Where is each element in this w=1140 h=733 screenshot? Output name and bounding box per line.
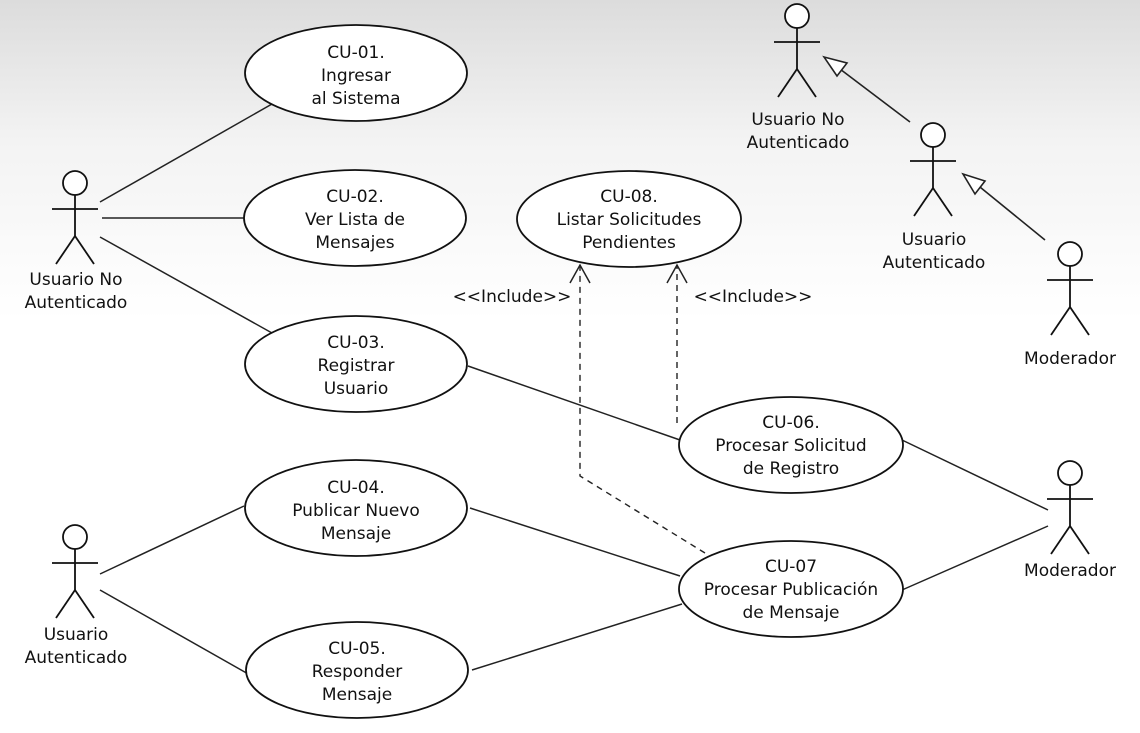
include-arrow-left xyxy=(579,265,706,554)
actor-label-line1: Usuario xyxy=(902,230,967,250)
use-case-cu07-line2: Procesar Publicación xyxy=(704,580,878,600)
use-case-cu08-line3: Pendientes xyxy=(582,233,676,253)
use-case-cu06-line3: de Registro xyxy=(743,459,839,479)
use-case-cu08: CU-08. Listar Solicitudes Pendientes xyxy=(516,170,742,268)
use-case-cu01-line3: al Sistema xyxy=(311,89,400,109)
use-case-cu03-line1: CU-03. xyxy=(327,333,384,353)
assoc-una-cu01 xyxy=(99,103,273,203)
actor-head xyxy=(920,122,946,148)
include-label-right: <<Include>> xyxy=(694,287,813,307)
use-case-cu04-line3: Mensaje xyxy=(321,524,391,544)
use-case-cu04-line1: CU-04. xyxy=(327,478,384,498)
assoc-cu04-cu07 xyxy=(469,507,681,577)
actor-head xyxy=(62,524,88,550)
use-case-cu06-ellipse xyxy=(678,396,904,494)
use-case-cu04: CU-04. Publicar Nuevo Mensaje xyxy=(244,459,468,557)
actor-leg-left xyxy=(1050,306,1071,336)
use-case-cu05-line3: Mensaje xyxy=(322,685,392,705)
use-case-cu01-line2: Ingresar xyxy=(321,66,391,86)
actor-leg-left xyxy=(55,235,76,265)
use-case-cu05-line2: Responder xyxy=(312,662,403,682)
assoc-cu05-cu07 xyxy=(471,603,683,671)
generalization-mod-ua xyxy=(974,182,1046,241)
actor-label-line2: Autenticado xyxy=(25,293,128,313)
include-label-left: <<Include>> xyxy=(453,287,572,307)
use-case-cu04-line2: Publicar Nuevo xyxy=(292,501,420,521)
use-case-cu06: CU-06. Procesar Solicitud de Registro xyxy=(678,396,904,494)
use-case-cu07-ellipse xyxy=(678,540,904,638)
associations xyxy=(99,103,1049,676)
actor-label-line1: Usuario No xyxy=(29,270,122,290)
use-case-cu08-line2: Listar Solicitudes xyxy=(557,210,702,230)
legend-actor-moderador: Moderador xyxy=(1024,241,1116,369)
use-case-cu06-line2: Procesar Solicitud xyxy=(715,436,866,456)
assoc-una-cu03 xyxy=(99,236,273,334)
use-case-cu07: CU-07 Procesar Publicación de Mensaje xyxy=(678,540,904,638)
assoc-ua-cu04 xyxy=(99,505,245,575)
use-case-cu05-line1: CU-05. xyxy=(328,639,385,659)
use-case-cu03-line3: Usuario xyxy=(324,379,389,399)
use-case-cu02-ellipse xyxy=(243,169,467,267)
use-case-cu01-line1: CU-01. xyxy=(327,43,384,63)
actor-leg-left xyxy=(913,187,934,217)
actor-head xyxy=(1057,241,1083,267)
use-case-cu02-line1: CU-02. xyxy=(326,187,383,207)
actor-moderador: Moderador xyxy=(1024,460,1116,581)
use-case-cu03-line2: Registrar xyxy=(318,356,395,376)
use-case-cu07-line3: de Mensaje xyxy=(742,603,839,623)
include-arrowhead-right xyxy=(666,263,688,284)
actor-label: Moderador xyxy=(1024,561,1116,581)
use-case-cu08-line1: CU-08. xyxy=(600,187,657,207)
assoc-cu07-mod xyxy=(901,525,1049,591)
use-case-cu01: CU-01. Ingresar al Sistema xyxy=(244,24,468,122)
use-case-cu03: CU-03. Registrar Usuario xyxy=(244,315,468,413)
use-case-cu02-line2: Ver Lista de xyxy=(305,210,405,230)
generalization-head-ua xyxy=(961,172,987,196)
actor-generalization xyxy=(822,55,1046,241)
actor-label-line2: Autenticado xyxy=(747,133,850,153)
actor-label-line2: Autenticado xyxy=(25,648,128,668)
actor-label-line2: Autenticado xyxy=(883,253,986,273)
use-case-cu02: CU-02. Ver Lista de Mensajes xyxy=(243,169,467,267)
use-case-cu01-ellipse xyxy=(244,24,468,122)
actor-head xyxy=(784,3,810,29)
legend-actor-usuario-no-autenticado: Usuario No Autenticado xyxy=(747,3,850,153)
generalization-ua-una xyxy=(835,65,911,123)
use-case-cu07-line1: CU-07 xyxy=(765,557,817,577)
use-case-cu06-line1: CU-06. xyxy=(762,413,819,433)
use-case-cu03-ellipse xyxy=(244,315,468,413)
actor-label-line1: Usuario No xyxy=(751,110,844,130)
actor-leg-left xyxy=(55,589,76,619)
actor-usuario-autenticado: Usuario Autenticado xyxy=(25,524,128,668)
use-case-cu04-ellipse xyxy=(244,459,468,557)
use-case-cu02-line3: Mensajes xyxy=(315,233,394,253)
actor-label-line1: Usuario xyxy=(44,625,109,645)
include-dependencies: <<Include>> <<Include>> xyxy=(453,263,813,554)
actor-leg-right xyxy=(796,68,817,98)
actor-leg-right xyxy=(932,187,953,217)
actor-head xyxy=(1057,460,1083,486)
include-arrowhead-left xyxy=(569,263,591,284)
use-case-cu05: CU-05. Responder Mensaje xyxy=(245,621,469,719)
assoc-ua-cu05 xyxy=(99,589,251,676)
actor-leg-right xyxy=(1069,525,1090,555)
actor-label: Moderador xyxy=(1024,349,1116,369)
actor-leg-right xyxy=(74,589,95,619)
actor-leg-right xyxy=(1069,306,1090,336)
use-case-cu05-ellipse xyxy=(245,621,469,719)
actor-leg-left xyxy=(1050,525,1071,555)
use-case-cu08-ellipse xyxy=(516,170,742,268)
generalization-head-una xyxy=(822,55,849,78)
actor-usuario-no-autenticado: Usuario No Autenticado xyxy=(25,170,128,313)
actor-head xyxy=(62,170,88,196)
actor-leg-right xyxy=(74,235,95,265)
assoc-cu06-mod xyxy=(901,439,1049,511)
assoc-cu03-cu06 xyxy=(467,365,681,441)
actor-leg-left xyxy=(777,68,798,98)
legend-actor-usuario-autenticado: Usuario Autenticado xyxy=(883,122,986,273)
